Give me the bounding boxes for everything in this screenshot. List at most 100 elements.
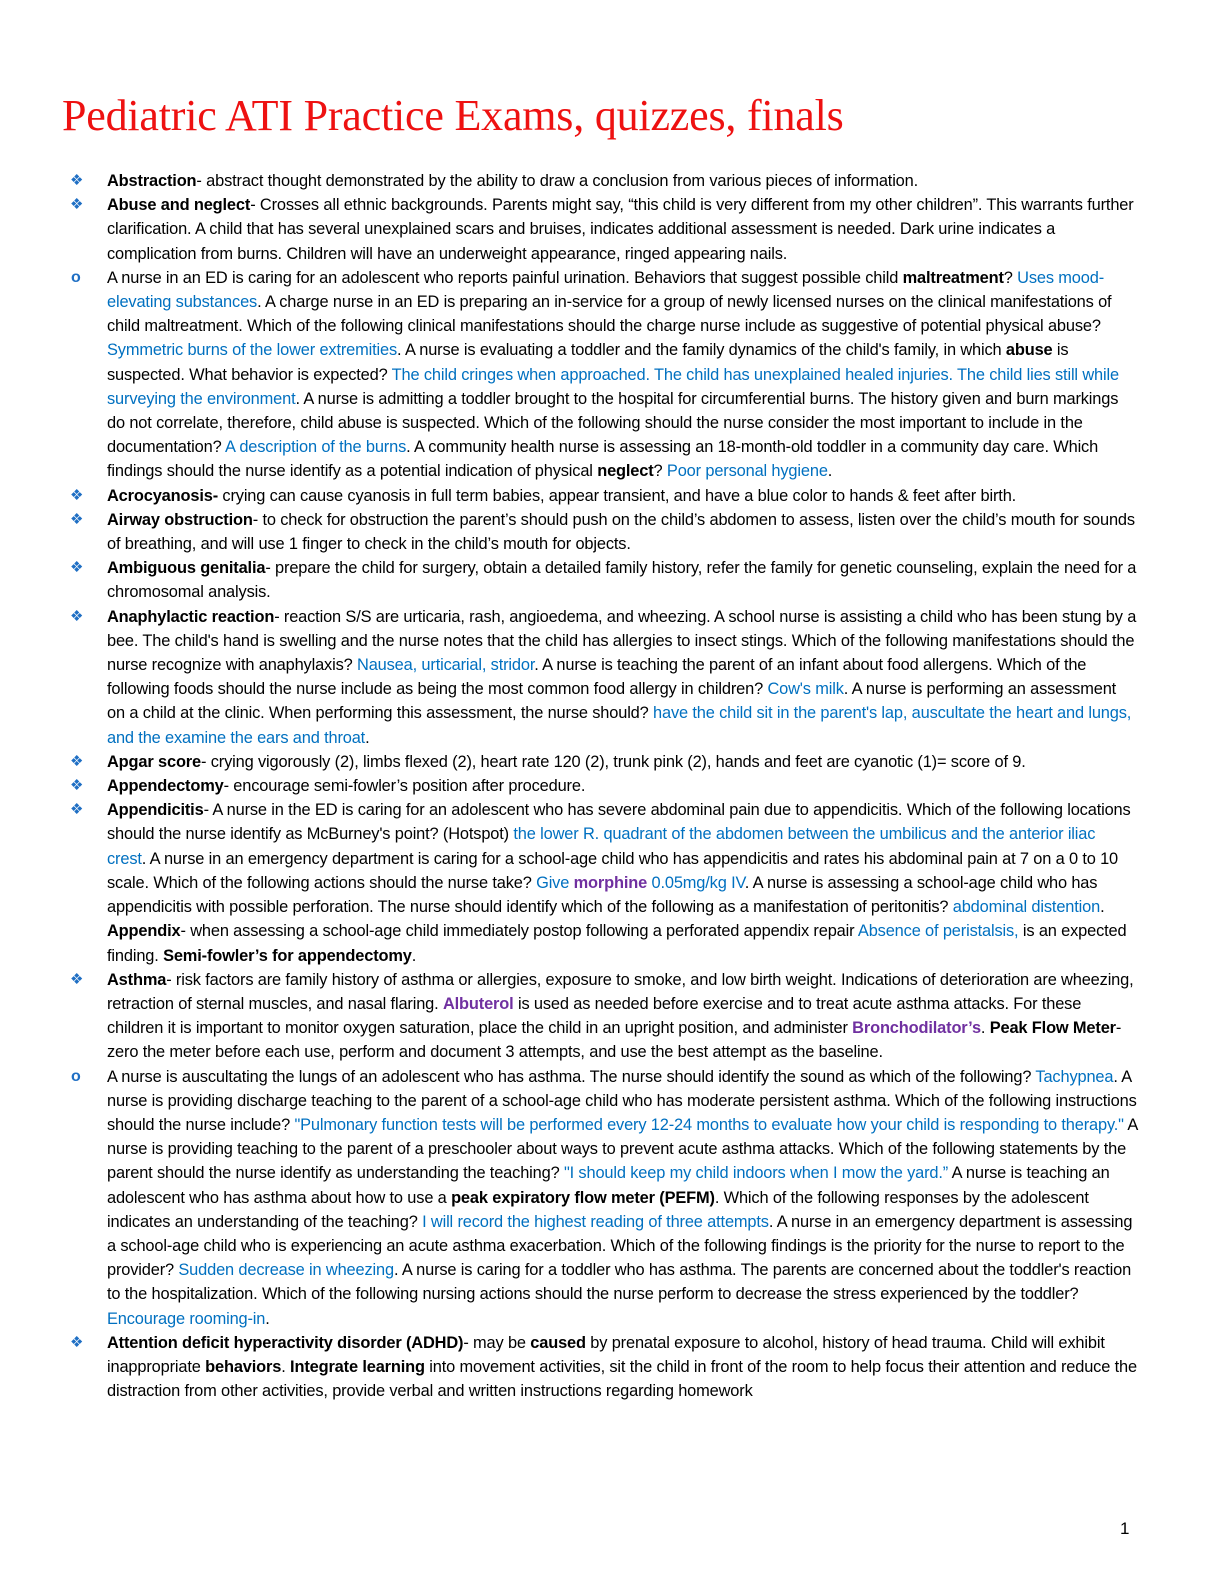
answer-text: Cow's milk xyxy=(767,680,844,699)
answer-text: "I should keep my child indoors when I m… xyxy=(563,1164,949,1183)
answer-text: Sudden decrease in wheezing xyxy=(178,1261,394,1280)
body-text: . A nurse is evaluating a toddler and th… xyxy=(397,341,1006,360)
body-text: . xyxy=(411,946,417,965)
body-text: A nurse is auscultating the lungs of an … xyxy=(107,1067,1036,1086)
diamond-bullet-icon: ❖ xyxy=(70,607,84,625)
bold-term: Abuse and neglect xyxy=(107,196,251,215)
answer-text: the lower R. quadrant of the abdomen bet… xyxy=(107,825,1096,868)
list-item: ❖Asthma- risk factors are family history… xyxy=(68,968,1138,1065)
body-text: . xyxy=(365,728,370,747)
body-text: . A nurse is teaching the parent of an i… xyxy=(107,656,1087,699)
bold-term: Peak Flow Meter xyxy=(989,1019,1116,1038)
bold-term: peak expiratory flow meter (PEFM) xyxy=(451,1188,715,1207)
page-number: 1 xyxy=(1120,1519,1130,1538)
list-item: ❖Abuse and neglect- Crosses all ethnic b… xyxy=(68,193,1138,266)
bold-term: Anaphylactic reaction xyxy=(107,607,275,626)
body-text: - when assessing a school-age child imme… xyxy=(180,922,858,941)
bold-term: caused xyxy=(530,1333,586,1352)
body-text: . Which of the following responses by th… xyxy=(107,1188,1089,1231)
bold-term: Integrate learning xyxy=(290,1357,425,1376)
diamond-bullet-icon: ❖ xyxy=(70,559,84,577)
body-text: ? xyxy=(653,462,667,481)
body-text: . xyxy=(281,1357,291,1376)
body-text: - crying vigorously (2), limbs flexed (2… xyxy=(201,752,1026,771)
body-text: . A nurse is admitting a toddler brought… xyxy=(107,389,1119,457)
body-text: . A nurse is caring for a toddler who ha… xyxy=(107,1261,1132,1304)
list-item: ❖ Airway obstruction- to check for obstru… xyxy=(68,508,1138,556)
bold-term: Airway obstruction xyxy=(107,510,253,529)
bold-term: Abstraction xyxy=(107,172,197,190)
body-text: - reaction S/S are urticaria, rash, angi… xyxy=(107,607,1137,675)
answer-text: Encourage rooming-in xyxy=(107,1309,266,1328)
answer-text: Give xyxy=(536,873,574,892)
list-item: ❖Appendectomy- encourage semi-fowler’s p… xyxy=(68,774,1138,798)
list-item: o A nurse is auscultating the lungs of an… xyxy=(68,1065,1138,1331)
bold-term: Appendicitis xyxy=(107,801,204,820)
answer-text: I will record the highest reading of thr… xyxy=(422,1212,769,1231)
body-text: is used as needed before exercise and to… xyxy=(107,994,1082,1038)
body-text: A nurse in an ED is caring for an adoles… xyxy=(107,268,903,287)
list-item: ❖ Appendicitis- A nurse in the ED is cari… xyxy=(68,798,1138,967)
body-text: into movement activities, sit the child … xyxy=(107,1357,1137,1401)
body-text: . A nurse is performing an assessment on… xyxy=(107,680,1117,723)
answer-text: have the child sit in the parent's lap, … xyxy=(107,704,1132,747)
medication-term: Bronchodilator’s xyxy=(852,1019,981,1038)
body-text: - zero the meter before each use, perfor… xyxy=(107,1019,1122,1062)
bold-term: Semi-fowler’s for appendectomy xyxy=(163,946,412,965)
answer-text: Symmetric burns of the lower extremities xyxy=(107,341,398,360)
body-text: . xyxy=(980,1019,990,1038)
bold-term: Acrocyanosis- xyxy=(107,486,219,505)
list-item: ❖Abstraction- abstract thought demonstra… xyxy=(68,169,1138,193)
diamond-bullet-icon: ❖ xyxy=(70,196,84,214)
circle-bullet-icon: o xyxy=(71,268,81,286)
circle-bullet-icon: o xyxy=(71,1067,81,1085)
answer-text: Tachypnea xyxy=(1035,1067,1114,1086)
body-text: - encourage semi-fowler’s position after… xyxy=(223,777,586,796)
diamond-bullet-icon: ❖ xyxy=(70,970,84,988)
list-item: ❖ Anaphylactic reaction- reaction S/S are… xyxy=(68,605,1138,750)
answer-text: "Pulmonary function tests will be perfor… xyxy=(294,1115,1124,1134)
bold-term: Ambiguous genitalia xyxy=(107,559,266,578)
bold-term: neglect xyxy=(597,462,654,481)
answer-text: abdominal distention xyxy=(952,898,1101,917)
document-title: Pediatric ATI Practice Exams, quizzes, f… xyxy=(62,91,844,140)
body-text: . A nurse is providing discharge teachin… xyxy=(107,1067,1137,1134)
body-text: . A community health nurse is assessing … xyxy=(107,438,1099,481)
body-text: - to check for obstruction the parent’s … xyxy=(107,510,1135,554)
body-text: crying can cause cyanosis in full term b… xyxy=(218,486,1017,505)
diamond-bullet-icon: ❖ xyxy=(70,801,84,819)
answer-text: Uses mood-elevating substances xyxy=(107,268,1104,312)
diamond-bullet-icon: ❖ xyxy=(70,510,84,528)
bold-term: Apgar score xyxy=(107,752,201,771)
body-text: A nurse is providing teaching to the par… xyxy=(107,1115,1138,1183)
bold-term: abuse xyxy=(1005,341,1053,360)
answer-text: Poor personal hygiene xyxy=(666,462,828,481)
diamond-bullet-icon: ❖ xyxy=(70,752,84,770)
answer-text: A description of the burns xyxy=(225,438,407,457)
bold-term: Asthma xyxy=(107,970,167,989)
body-text: - abstract thought demonstrated by the a… xyxy=(196,172,919,190)
answer-text: 0.05mg/kg IV xyxy=(647,873,745,892)
list-item: ❖Acrocyanosis- crying can cause cyanosis… xyxy=(68,484,1138,508)
body-text: . A nurse in an emergency department is … xyxy=(107,849,1119,892)
bold-term: behaviors xyxy=(205,1357,282,1376)
body-text: - A nurse in the ED is caring for an ado… xyxy=(107,801,1131,844)
body-text: . A nurse is assessing a school-age chil… xyxy=(107,873,1098,917)
body-text: . xyxy=(265,1309,270,1328)
body-text: is suspected. What behavior is expected? xyxy=(107,341,1069,384)
body-text: . xyxy=(1100,898,1105,917)
body-text: ? xyxy=(1003,268,1018,287)
bold-term: Appendix xyxy=(107,922,181,941)
list-item: ❖ Apgar score- crying vigorously (2), lim… xyxy=(68,750,1138,774)
medication-term: Albuterol xyxy=(442,994,514,1013)
bold-term: Appendectomy xyxy=(107,777,224,796)
list-item: o A nurse in an ED is caring for an adole… xyxy=(68,266,1138,484)
body-text: . xyxy=(827,462,833,481)
body-text: . A nurse in an emergency department is … xyxy=(107,1212,1133,1280)
list-item: ❖Attention deficit hyperactivity disorde… xyxy=(68,1331,1138,1404)
medication-term: morphine xyxy=(573,873,648,892)
bold-term: maltreatment xyxy=(902,268,1004,287)
diamond-bullet-icon: ❖ xyxy=(70,1333,84,1351)
body-text: - may be xyxy=(463,1333,531,1352)
study-notes-list: ❖ Abstraction- abstract thought demonstra… xyxy=(68,169,1138,1403)
